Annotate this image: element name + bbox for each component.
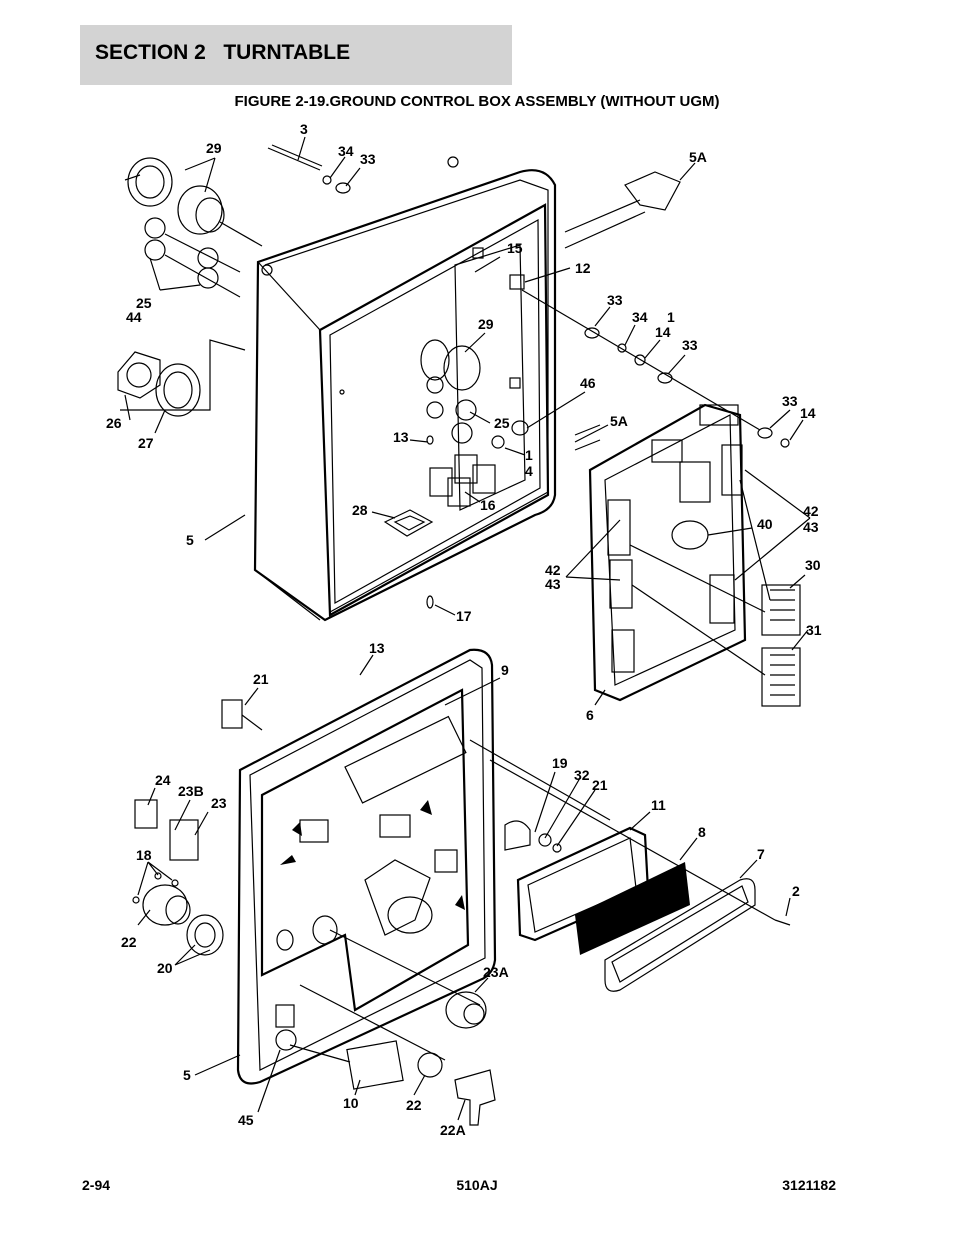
bolt-and-rod [267, 144, 681, 451]
document-number: 3121182 [782, 1177, 836, 1193]
callout: 46 [580, 375, 596, 391]
keypad-assembly [346, 820, 791, 1126]
callout: 40 [757, 516, 773, 532]
callout: 23A [483, 964, 509, 980]
callout: 23B [178, 783, 204, 799]
callout: 43 [545, 576, 561, 592]
callout: 21 [592, 777, 608, 793]
callout: 18 [136, 847, 152, 863]
callout: 10 [343, 1095, 359, 1111]
callout: 11 [651, 797, 666, 813]
callout: 33 [682, 337, 698, 353]
section-title: SECTION 2 TURNTABLE [95, 41, 351, 64]
callout: 2 [792, 883, 800, 899]
section-header: SECTION 2 TURNTABLE [80, 25, 512, 85]
callout: 5A [689, 149, 707, 165]
callout: 1 [525, 447, 533, 463]
callout: 19 [552, 755, 568, 771]
cable-glands [117, 157, 263, 417]
callout: 43 [803, 519, 819, 535]
callout: 30 [805, 557, 821, 573]
callout: 15 [507, 240, 523, 256]
pcb-board [588, 403, 801, 707]
callout: 8 [698, 824, 706, 840]
lower-left-parts [132, 699, 263, 956]
callout: 7 [757, 846, 765, 862]
callout: 31 [806, 622, 822, 638]
callout: 34 [632, 309, 648, 325]
enclosure-box [253, 156, 557, 622]
callout: 25 [494, 415, 510, 431]
callout: 29 [206, 140, 222, 156]
page-number: 2-94 [82, 1177, 111, 1193]
callout: 28 [352, 502, 368, 518]
callout: 33 [782, 393, 798, 409]
callout: 21 [253, 671, 269, 687]
callout: 32 [574, 767, 590, 783]
callout: 14 [655, 324, 671, 340]
callout: 16 [480, 497, 496, 513]
callout: 1 [667, 309, 675, 325]
callout: 5 [186, 532, 194, 548]
callout: 26 [106, 415, 122, 431]
callout: 5 [183, 1067, 191, 1083]
callout: 29 [478, 316, 494, 332]
figure-title: FIGURE 2-19.GROUND CONTROL BOX ASSEMBLY … [234, 93, 720, 110]
callout-labels: 3 29 34 33 5A 15 12 25 44 33 34 1 14 33 … [106, 121, 822, 1138]
callout: 23 [211, 795, 227, 811]
model-name: 510AJ [456, 1177, 498, 1193]
callout: 44 [126, 309, 142, 325]
callout: 17 [456, 608, 472, 624]
callout: 4 [525, 463, 533, 479]
callout: 33 [607, 292, 623, 308]
callout: 3 [300, 121, 308, 137]
callout: 25 [136, 295, 152, 311]
callout: 33 [360, 151, 376, 167]
callout: 24 [155, 772, 171, 788]
callout: 20 [157, 960, 173, 976]
callout: 13 [393, 429, 409, 445]
callout: 45 [238, 1112, 254, 1128]
callout: 13 [369, 640, 385, 656]
callout: 42 [545, 562, 561, 578]
callout: 34 [338, 143, 354, 159]
callout: 22 [406, 1097, 422, 1113]
callout: 14 [800, 405, 816, 421]
callout: 5A [610, 413, 628, 429]
leader-lines [124, 136, 811, 1121]
front-panel [236, 648, 497, 1085]
callout: 27 [138, 435, 154, 451]
pcb-hardware [426, 274, 790, 609]
callout: 22 [121, 934, 137, 950]
callout: 12 [575, 260, 591, 276]
callout: 6 [586, 707, 594, 723]
callout: 42 [803, 503, 819, 519]
callout: 9 [501, 662, 509, 678]
callout: 22A [440, 1122, 466, 1138]
